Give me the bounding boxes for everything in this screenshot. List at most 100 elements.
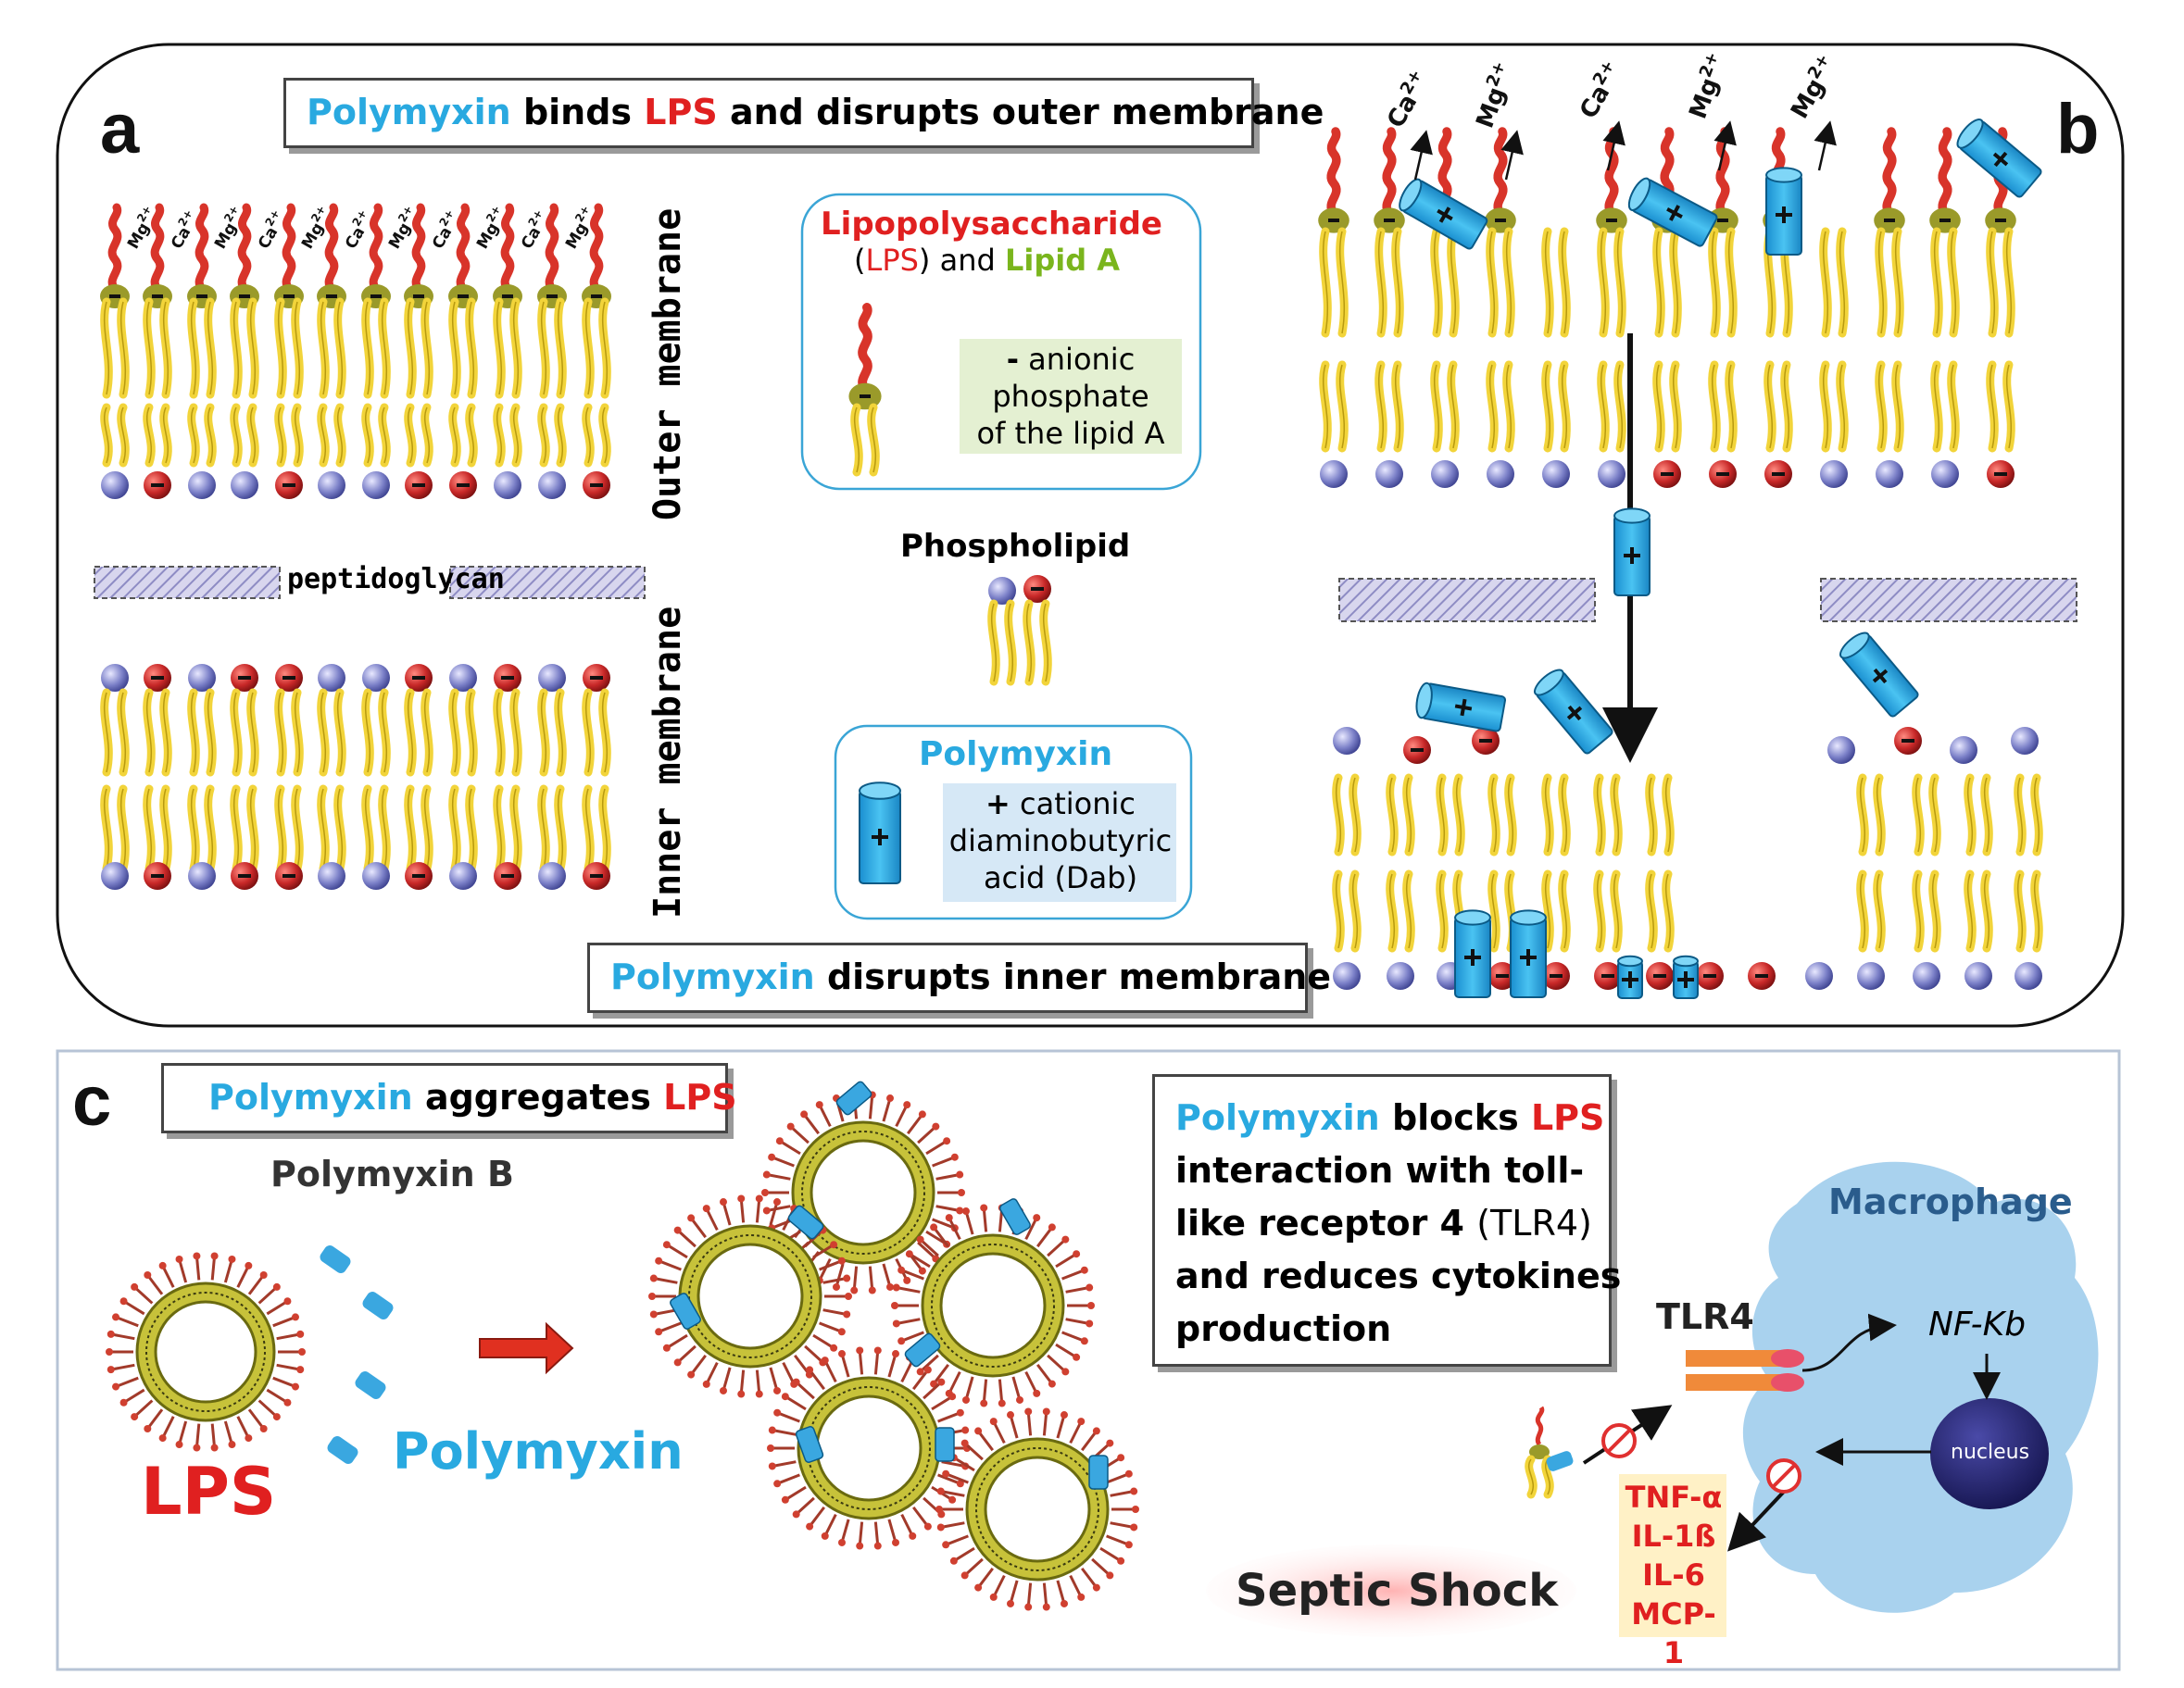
polymyxin-dash bbox=[355, 1370, 386, 1400]
phospholipid-head bbox=[101, 471, 129, 499]
word-polymyxin: Polymyxin bbox=[1175, 1097, 1380, 1138]
phospholipid-head bbox=[318, 664, 345, 692]
lps-polysaccharide-chain bbox=[150, 203, 165, 294]
lps-polysaccharide-chain bbox=[1326, 127, 1341, 218]
panel-letter-a: a bbox=[100, 90, 140, 169]
word-like-receptor: like receptor 4 bbox=[1175, 1203, 1477, 1244]
phospholipid-head bbox=[1375, 460, 1403, 488]
phospholipid-head bbox=[362, 664, 390, 692]
phospholipid-head bbox=[1964, 962, 1992, 990]
polymyxin-cylinder bbox=[1765, 167, 1802, 256]
cationic-line3: acid (Dab) bbox=[983, 860, 1138, 895]
phospholipid-head bbox=[362, 862, 390, 890]
lps-legend-subtitle: (LPS) and Lipid A bbox=[854, 243, 1120, 278]
lps-polysaccharide-chain bbox=[1882, 127, 1897, 218]
word-tlr4: (TLR4) bbox=[1476, 1203, 1592, 1244]
lps-polysaccharide-chain bbox=[1493, 127, 1508, 218]
polymyxin-cylinder bbox=[1510, 909, 1547, 998]
polymyxin-cylinder bbox=[1617, 955, 1643, 999]
polymyxin-cylinder bbox=[859, 781, 901, 884]
phospholipid-head bbox=[362, 471, 390, 499]
lps-legend-title: Lipopolysaccharide bbox=[821, 206, 1162, 243]
polymyxin-dash bbox=[999, 1198, 1031, 1235]
inner-membrane-label: Inner membrane bbox=[646, 606, 689, 919]
released-ion-label: Ca2+ bbox=[1379, 66, 1436, 132]
polymyxin-cylinder bbox=[1415, 681, 1507, 732]
released-ion-label: Mg2+ bbox=[1783, 51, 1843, 124]
lps-polysaccharide-chain bbox=[195, 203, 209, 294]
aggregation-arrow bbox=[479, 1321, 574, 1375]
title-word: aggregates bbox=[412, 1077, 664, 1118]
lps-chain bbox=[1535, 1406, 1545, 1446]
phospholipid-label: Phospholipid bbox=[900, 528, 1131, 565]
anionic-description: - anionic phosphate of the lipid A bbox=[963, 341, 1178, 452]
lipid-a-head bbox=[1529, 1444, 1550, 1459]
phospholipid-head bbox=[1387, 962, 1414, 990]
phospholipid-head bbox=[1857, 962, 1885, 990]
phospholipid-head bbox=[1333, 727, 1361, 755]
phospholipid-head bbox=[449, 862, 477, 890]
phospholipid-head bbox=[1431, 460, 1459, 488]
phospholipid-head bbox=[1827, 736, 1855, 764]
cationic-line2: diaminobutyric bbox=[948, 823, 1173, 858]
ion-arrow bbox=[1814, 120, 1837, 171]
title-word-lps: LPS bbox=[644, 92, 718, 132]
ion-arrow bbox=[1602, 120, 1625, 171]
polymyxin-cylinder bbox=[1613, 507, 1651, 596]
anionic-line3: of the lipid A bbox=[976, 416, 1165, 451]
ion-arrow bbox=[1500, 130, 1524, 181]
phospholipid-head bbox=[1333, 962, 1361, 990]
polymyxin-cylinder bbox=[1673, 955, 1699, 999]
phospholipid-head bbox=[188, 862, 216, 890]
septic-shock-label: Septic Shock bbox=[1236, 1565, 1559, 1617]
polymyxin-b-label: Polymyxin B bbox=[270, 1154, 514, 1194]
polymyxin-cylinder bbox=[1399, 178, 1488, 250]
panel-b-title: Polymyxin disrupts inner membrane bbox=[610, 957, 1331, 997]
membrane-b bbox=[1318, 127, 2043, 990]
tlr4-block-box: Polymyxin blocks LPS interaction with to… bbox=[1152, 1074, 1622, 1367]
polymyxin-dash bbox=[670, 1293, 701, 1330]
lps-polysaccharide-chain bbox=[282, 203, 296, 294]
panel-letter-b: b bbox=[2056, 90, 2100, 169]
title-word-lps: LPS bbox=[663, 1077, 737, 1118]
panel-letter-c: c bbox=[72, 1062, 112, 1141]
lps-polysaccharide-chain bbox=[858, 303, 872, 394]
phospholipid-head bbox=[318, 862, 345, 890]
cytokine-tnf: TNF-α bbox=[1625, 1480, 1723, 1515]
ion-arrow bbox=[1713, 120, 1737, 171]
released-ion-label: Mg2+ bbox=[1469, 58, 1521, 131]
lps-abbrev: LPS bbox=[865, 243, 919, 278]
polymyxin-cylinder bbox=[1454, 909, 1491, 998]
polymyxin-legend-title: Polymyxin bbox=[919, 735, 1113, 773]
nfkb-label: NF-Kb bbox=[1928, 1306, 2027, 1344]
peptidoglycan-label: peptidoglycan bbox=[287, 563, 505, 595]
block-line-4: and reduces cytokines bbox=[1175, 1256, 1622, 1296]
lps-polysaccharide-chain bbox=[589, 203, 604, 294]
lps-vesicle bbox=[891, 1204, 1095, 1407]
polymyxin-dash bbox=[795, 1426, 824, 1463]
phospholipid-legend-molecule bbox=[987, 575, 1052, 686]
cytokine-mcp1: MCP-1 bbox=[1631, 1596, 1716, 1670]
title-word: and disrupts outer membrane bbox=[717, 92, 1324, 132]
outer-membrane-a: Mg2+Ca2+Mg2+Ca2+Mg2+Ca2+Mg2+Ca2+Mg2+Ca2+… bbox=[100, 203, 611, 499]
phospholipid-head bbox=[1598, 460, 1625, 488]
phospholipid-head bbox=[538, 471, 566, 499]
phospholipid-head bbox=[188, 471, 216, 499]
word-blocks: blocks bbox=[1379, 1097, 1531, 1138]
phospholipid-head bbox=[1542, 460, 1570, 488]
lps-polymyxin-complex bbox=[1525, 1406, 1574, 1499]
polymyxin-dash bbox=[327, 1435, 358, 1465]
ion-arrow bbox=[1410, 130, 1433, 181]
phospholipid-head bbox=[188, 664, 216, 692]
polymyxin-cylinder bbox=[1627, 177, 1718, 247]
polymyxin-cylinders-b bbox=[1399, 119, 2042, 999]
lps-polysaccharide-chain bbox=[1938, 127, 1952, 218]
lps-polysaccharide-chain bbox=[456, 203, 471, 294]
lps-polysaccharide-chain bbox=[411, 203, 426, 294]
cytokine-il1b: IL-1ß bbox=[1631, 1519, 1716, 1554]
polymyxin-dash bbox=[362, 1291, 394, 1320]
title-word-polymyxin: Polymyxin bbox=[610, 957, 815, 997]
phospholipid-head bbox=[988, 577, 1016, 605]
outer-membrane-label: Outer membrane bbox=[646, 207, 689, 520]
polymyxin-big-label: Polymyxin bbox=[393, 1422, 684, 1481]
